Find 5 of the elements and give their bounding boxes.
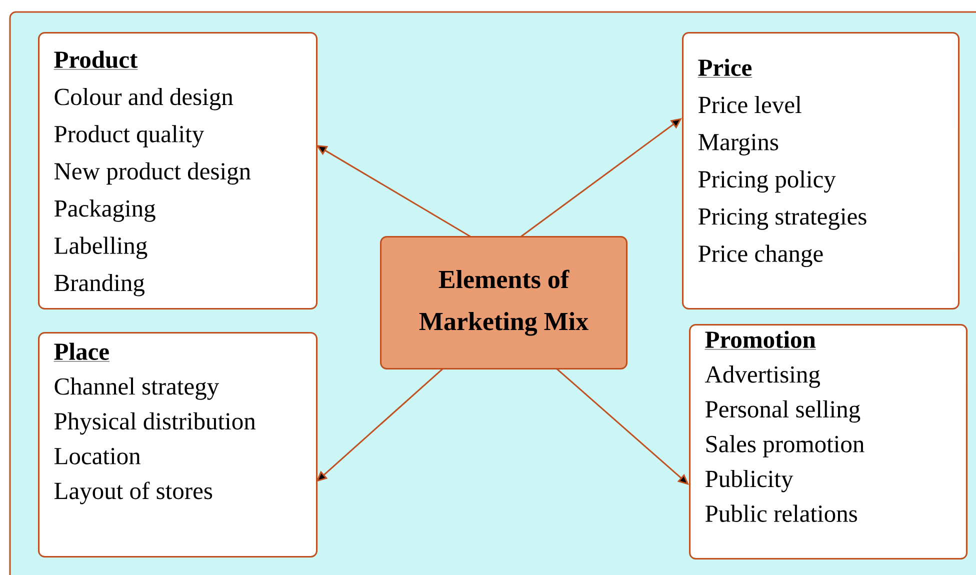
list-box: Price Price level Margins Pricing policy Pricing strategies Price change	[682, 32, 960, 310]
center-box: Elements of Marketing Mix	[380, 236, 628, 370]
list-box: Place Channel strategy Physical distribution Location Layout of stores	[38, 332, 318, 558]
list-box: Promotion Advertising Personal selling Sales promotion Publicity Public relations	[689, 324, 968, 560]
list-box: Product Colour and design Product quality New product design Packaging Labelling Branding	[38, 32, 318, 310]
